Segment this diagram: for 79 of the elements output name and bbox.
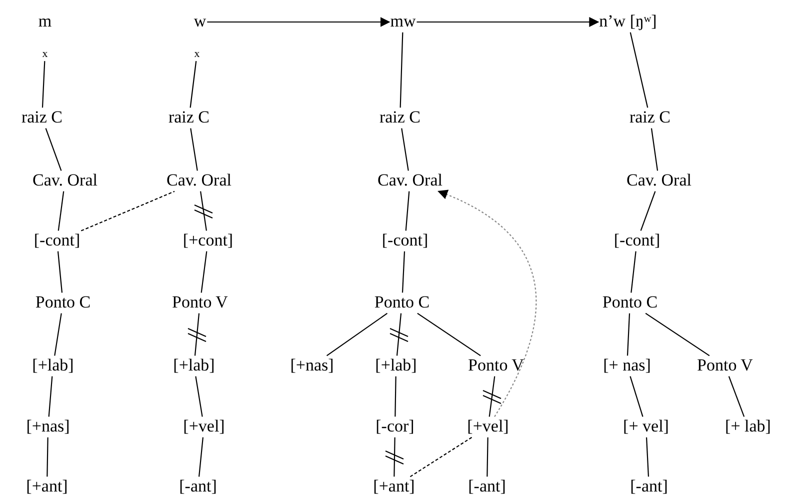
association-line [326, 312, 388, 356]
association-line [190, 60, 197, 108]
association-line [410, 436, 472, 478]
feature-label: [-ant] [179, 478, 217, 496]
association-line [198, 437, 204, 477]
delinked-line [389, 313, 409, 356]
feature-label: raiz C [168, 108, 210, 128]
feature-label: Ponto V [697, 356, 753, 376]
feature-label: [+nas] [26, 418, 70, 436]
arrow [416, 17, 600, 27]
feature-label: Ponto V [172, 294, 228, 312]
delinked-line [194, 191, 214, 231]
arrow [207, 17, 390, 27]
feature-label: [-cor] [376, 418, 414, 436]
feature-label: [+vel] [183, 418, 225, 436]
segment-label: m [38, 12, 52, 32]
feature-label: raiz C [379, 108, 421, 128]
association-line [728, 376, 745, 417]
feature-label: [+lab] [32, 356, 74, 376]
feature-label: [+ vel] [623, 418, 669, 436]
delinked-line [187, 313, 207, 356]
timing-slot: x [194, 48, 200, 60]
feature-label: [+ant] [26, 478, 68, 496]
segment-label: mw [390, 12, 416, 32]
delinked-line [482, 376, 502, 417]
feature-label: Ponto V [468, 356, 524, 376]
feature-label: [-ant] [630, 478, 668, 496]
feature-label: [-cont] [34, 232, 80, 250]
feature-label: [+nas] [290, 356, 334, 376]
association-line [417, 312, 481, 356]
feature-label: [-cont] [614, 232, 660, 250]
association-line [630, 376, 644, 417]
feature-label: Cav. Oral [626, 172, 692, 190]
segment-label: n’w [ŋʷ] [599, 12, 657, 32]
association-line [48, 376, 53, 417]
feature-label: [+ lab] [725, 418, 771, 436]
segment-label: w [194, 12, 206, 32]
association-line [630, 251, 636, 293]
association-line [405, 191, 410, 231]
association-line [57, 251, 63, 293]
association-line [626, 313, 630, 356]
feature-label: Cav. Oral [166, 172, 232, 190]
feature-label: Ponto C [35, 294, 91, 312]
association-line [190, 128, 198, 171]
association-line [650, 128, 658, 171]
association-line [45, 128, 62, 171]
feature-label: [+ nas] [603, 356, 651, 376]
association-line [195, 376, 203, 417]
delinked-line [384, 437, 404, 477]
feature-label: Cav. Oral [32, 172, 98, 190]
feature-label: [+ant] [373, 478, 415, 496]
association-line [80, 190, 175, 232]
association-line [58, 191, 64, 231]
feature-label: Cav. Oral [378, 172, 442, 190]
association-line [54, 313, 62, 356]
association-line [640, 191, 656, 231]
association-line [645, 312, 710, 356]
feature-label: [-ant] [468, 478, 506, 496]
association-line [402, 251, 406, 293]
feature-label: [+lab] [173, 356, 215, 376]
feature-label: Ponto C [374, 294, 430, 312]
feature-label: raiz C [21, 108, 63, 128]
association-line [486, 437, 488, 477]
feature-label: [+vel] [467, 418, 509, 436]
association-line [401, 128, 409, 171]
feature-label: [+cont] [182, 232, 234, 250]
association-line [394, 376, 396, 417]
feature-label: Ponto C [602, 294, 658, 312]
association-line [46, 437, 48, 477]
feature-label: [+lab] [375, 356, 417, 376]
association-line [630, 32, 648, 108]
association-line [200, 251, 208, 293]
timing-slot: x [42, 48, 48, 60]
association-line [646, 437, 650, 477]
feature-label: raiz C [629, 108, 671, 128]
association-line [42, 61, 46, 108]
feature-label: [-cont] [382, 232, 428, 250]
arrow [438, 190, 537, 417]
association-line [400, 32, 404, 108]
